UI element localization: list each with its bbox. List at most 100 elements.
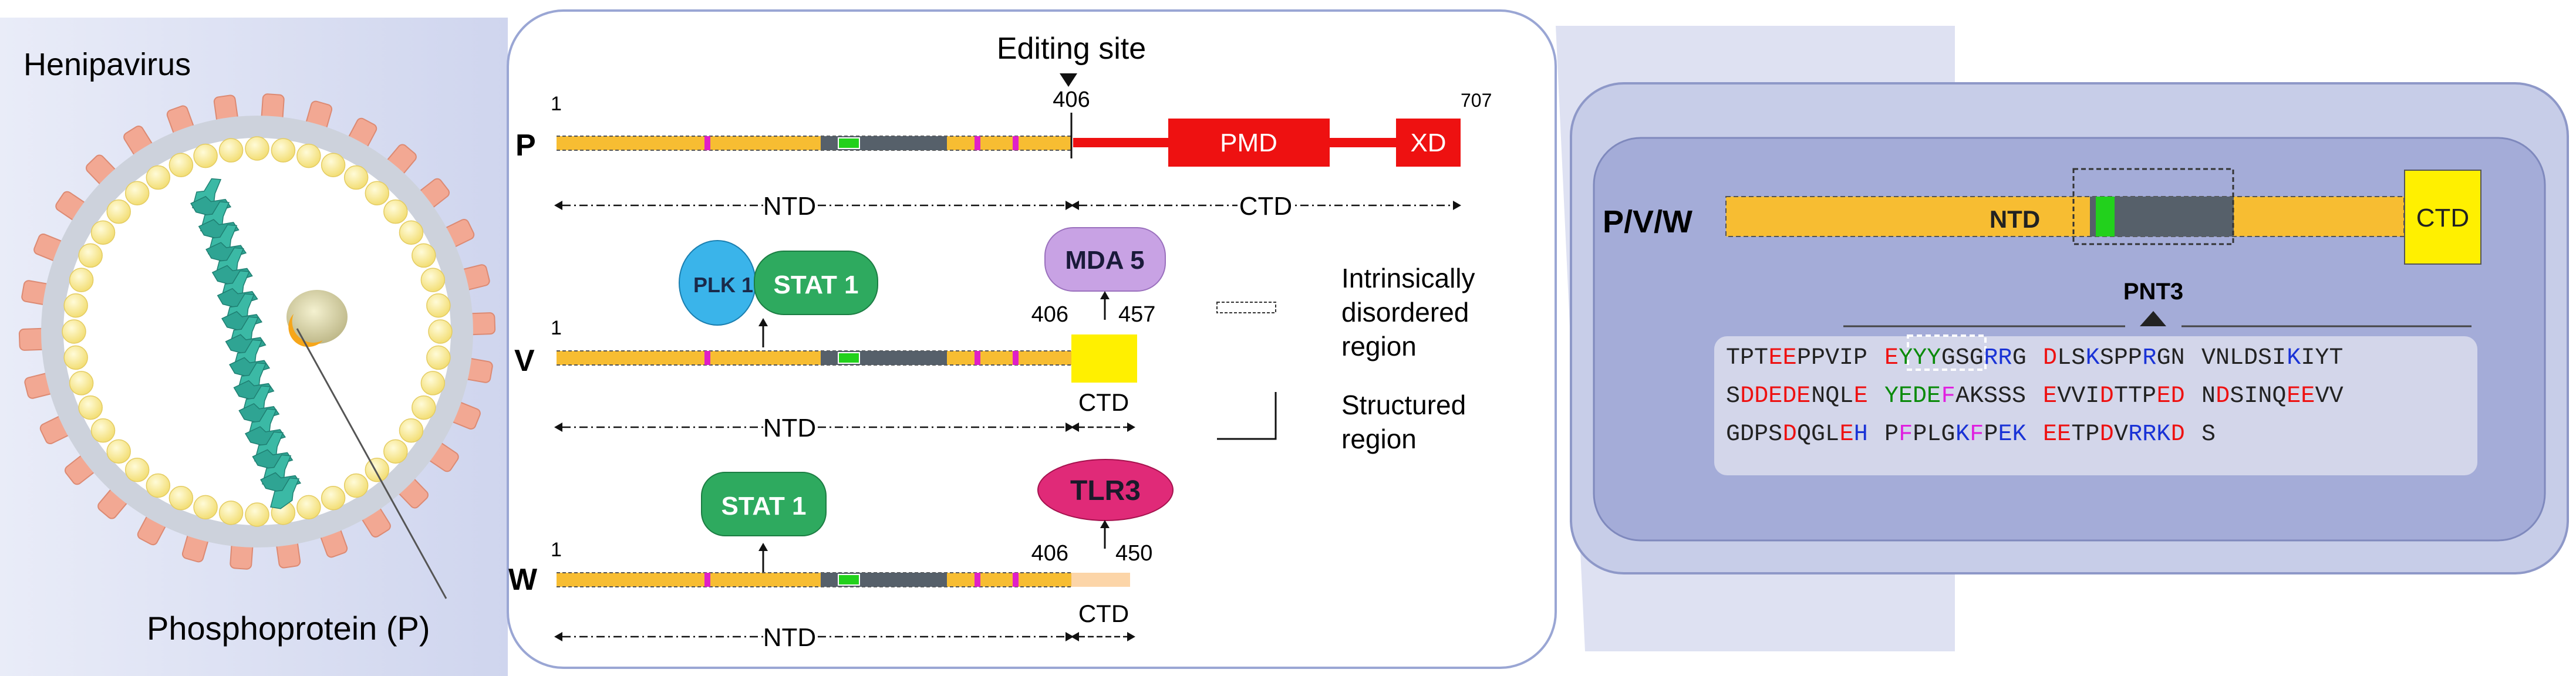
phospho-site-marker <box>704 136 710 150</box>
pvw-green-motif <box>2096 197 2115 236</box>
p-ntd-label-bg <box>763 192 816 219</box>
sequence-residue-run: D <box>2100 383 2114 410</box>
matrix-bead <box>90 220 116 245</box>
nucleoprotein-subunit <box>211 265 253 286</box>
sequence-residue-run: P <box>1884 421 1899 448</box>
sequence-residue-run: PPVIP <box>1797 345 1867 371</box>
mda5-partner <box>1044 227 1166 292</box>
sequence-residue-run: PLG <box>1913 421 1955 448</box>
sequence-residue-run: ED <box>2157 383 2185 410</box>
w-stat1-partner <box>701 472 827 536</box>
matrix-bead <box>383 439 408 464</box>
pvw-label: P/V/W <box>1603 204 1692 239</box>
nucleoprotein-subunit <box>270 477 300 509</box>
pnt3-motif-marker <box>838 137 860 149</box>
w-ntd-bar <box>557 572 1071 587</box>
matrix-bead <box>343 473 369 498</box>
pvw-ctd-domain <box>2404 170 2481 265</box>
sequence-residue-run: SINQ <box>2230 383 2286 410</box>
sequence-residue-run: D <box>1783 421 1797 448</box>
w-ctd-tail <box>1071 573 1130 587</box>
matrix-bead <box>218 501 244 525</box>
matrix-bead <box>399 418 424 443</box>
sequence-residue-run: D <box>2043 345 2057 371</box>
legend: Intrinsically disordered region Structur… <box>1216 263 1475 454</box>
sequence-residue-run: RRK <box>2128 421 2170 448</box>
w-stat1-binding-arrow <box>758 543 768 572</box>
sequence-residue-run: EE <box>2043 421 2071 448</box>
w-ntd-label: NTD <box>763 623 816 652</box>
matrix-bead <box>383 199 408 224</box>
virus-title: Henipavirus <box>23 47 191 82</box>
sequence-residue-run: TP <box>2071 421 2099 448</box>
p-start-position: 1 <box>551 93 562 115</box>
matrix-bead <box>63 293 88 318</box>
editing-site-label: Editing site <box>997 32 1146 66</box>
matrix-bead <box>343 165 369 190</box>
sequence-residue-run: TPT <box>1726 345 1768 371</box>
sequence-residue-run: DDEDE <box>1740 383 1810 410</box>
matrix-bead <box>365 181 390 205</box>
p-ctd-label-bg <box>1238 192 1294 219</box>
matrix-bead <box>271 138 296 163</box>
sequence-residue-run: F <box>1941 383 1955 410</box>
matrix-bead <box>412 243 436 268</box>
p-ntd-bar <box>557 136 1071 151</box>
w-protein-name: W <box>508 563 538 597</box>
matrix-bead <box>296 143 321 168</box>
matrix-bead <box>146 473 171 498</box>
xd-domain-label: XD <box>1410 129 1446 157</box>
plk1-label: PLK 1 <box>693 273 753 297</box>
mda5-binding-arrow <box>1100 291 1110 320</box>
sequence-residue-run: S <box>2201 421 2216 448</box>
pvw-ntd-bar <box>1725 196 2405 237</box>
sequence-residue-run: R <box>2142 345 2156 371</box>
w-stat1-label: STAT 1 <box>721 492 806 520</box>
v-ctd-zinc-finger <box>1071 334 1137 383</box>
p-end-position: 707 <box>1461 90 1492 111</box>
w-ctd-label: CTD <box>1078 600 1129 627</box>
sequence-residue-run: VNLDSI <box>2201 345 2286 371</box>
sequence-residue-run: E <box>1840 421 1854 448</box>
v-ntd-label-bg <box>763 414 816 441</box>
sequence-residue-run: VVI <box>2057 383 2099 410</box>
nucleoprotein-subunit <box>233 380 275 401</box>
matrix-bead <box>321 486 346 511</box>
sequence-residue-run: GN <box>2157 345 2185 371</box>
mda5-label: MDA 5 <box>1065 246 1144 275</box>
sequence-residue-run: P <box>1984 421 1998 448</box>
legend-disordered-line1: Intrinsically <box>1341 263 1475 293</box>
phospho-site-marker <box>1013 573 1019 587</box>
v-protein-name: V <box>514 344 535 378</box>
matrix-bead <box>426 293 451 318</box>
v-stat1-label: STAT 1 <box>773 271 858 299</box>
matrix-bead <box>296 495 321 520</box>
pnt3-motif-marker <box>838 352 860 364</box>
v-stat1-partner <box>754 251 878 315</box>
matrix-bead <box>193 143 218 168</box>
virion-interior <box>63 138 451 525</box>
sequence-residue-run: GDPS <box>1726 421 1782 448</box>
matrix-protein-layer <box>62 136 453 527</box>
sequence-residue-run: E <box>1884 345 1899 371</box>
v-ntd-label: NTD <box>763 414 816 442</box>
w-ntd-label-bg <box>763 623 816 650</box>
w-ctd-span-arrow <box>1071 632 1135 641</box>
sequence-residue-run: EE <box>2287 383 2315 410</box>
sequence-residue-run: VV <box>2315 383 2344 410</box>
matrix-bead <box>124 458 150 482</box>
sequence-residue-run: QGL <box>1797 421 1839 448</box>
sequence-residue-run: H <box>1854 421 1868 448</box>
nucleoprotein-subunit <box>245 426 286 447</box>
phosphoprotein-label: Phosphoprotein (P) <box>147 610 430 647</box>
legend-disordered-swatch <box>1216 302 1276 313</box>
p-protein-name: P <box>515 129 536 163</box>
sequence-residue-run: V <box>2114 421 2128 448</box>
phospho-site-marker <box>975 351 980 365</box>
tlr3-binding-arrow <box>1100 520 1110 549</box>
sequence-residue-run: D <box>2216 383 2230 410</box>
sequence-residue-run: F <box>1899 421 1913 448</box>
sequence-residue-run: EE <box>1769 345 1797 371</box>
matrix-bead <box>62 319 86 344</box>
